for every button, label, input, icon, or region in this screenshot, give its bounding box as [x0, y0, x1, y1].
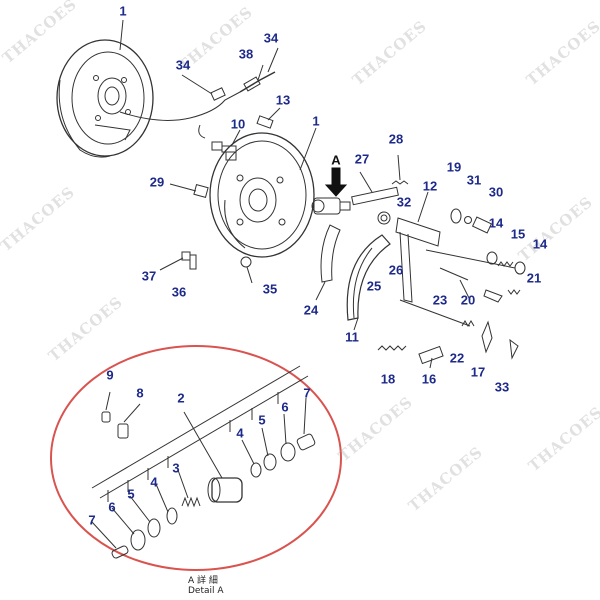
callout-2: 2: [177, 390, 185, 406]
callout-29: 29: [149, 174, 165, 190]
callout-5: 5: [258, 412, 266, 428]
callout-12: 12: [422, 178, 438, 194]
callout-10: 10: [230, 116, 246, 132]
lever-24: [315, 224, 341, 301]
callout-36: 36: [171, 284, 187, 300]
detail-caption-en: Detail A: [188, 586, 224, 596]
callout-31: 31: [466, 172, 482, 188]
small-hardware: [159, 183, 253, 284]
callout-7: 7: [303, 385, 311, 401]
detail-caption-jp: A 詳 細: [188, 576, 218, 586]
adjuster-and-springs: [351, 154, 409, 225]
backing-plate-center: [209, 127, 317, 258]
callout-15: 15: [510, 226, 526, 242]
callout-27: 27: [354, 151, 370, 167]
callout-35: 35: [262, 281, 278, 297]
callout-4: 4: [236, 425, 244, 441]
callout-23: 23: [432, 292, 448, 308]
callout-14: 14: [488, 215, 504, 231]
bolts: [211, 107, 281, 161]
backing-plate-left: [56, 19, 154, 158]
detail-arrow-label: A: [331, 152, 341, 168]
callout-16: 16: [421, 371, 437, 387]
callout-6: 6: [108, 499, 116, 515]
parking-brake-cable: [119, 47, 279, 139]
callout-34: 34: [175, 57, 191, 73]
callout-5: 5: [127, 486, 135, 502]
callout-3: 3: [172, 460, 180, 476]
callout-32: 32: [396, 194, 412, 210]
callout-4: 4: [150, 474, 158, 490]
callout-22: 22: [449, 350, 465, 366]
callout-9: 9: [106, 367, 114, 383]
callout-24: 24: [303, 302, 319, 318]
callout-14: 14: [532, 236, 548, 252]
callout-21: 21: [526, 270, 542, 286]
callout-13: 13: [275, 92, 291, 108]
right-hardware: [425, 208, 526, 281]
callout-28: 28: [388, 131, 404, 147]
callout-1: 1: [119, 3, 127, 19]
lever-chain: [399, 279, 521, 360]
detail-a-outline: [50, 345, 342, 571]
callout-6: 6: [281, 399, 289, 415]
callout-33: 33: [494, 379, 510, 395]
spring-and-adjuster-bolt: [377, 345, 444, 369]
wheel-cylinder: [311, 167, 351, 215]
callout-18: 18: [380, 371, 396, 387]
callout-11: 11: [345, 329, 359, 345]
brake-shoe-upper: [395, 191, 441, 303]
callout-20: 20: [460, 292, 476, 308]
brake-shoe: [346, 234, 391, 331]
callout-38: 38: [238, 46, 254, 62]
callout-37: 37: [141, 268, 157, 284]
callout-30: 30: [488, 184, 504, 200]
callout-19: 19: [446, 159, 462, 175]
callout-25: 25: [366, 278, 382, 294]
callout-34: 34: [263, 30, 279, 46]
callout-17: 17: [470, 364, 486, 380]
callout-1: 1: [312, 113, 320, 129]
callout-7: 7: [88, 512, 96, 528]
callout-8: 8: [136, 385, 144, 401]
callout-26: 26: [388, 262, 404, 278]
detail-a-assembly: [91, 365, 316, 559]
